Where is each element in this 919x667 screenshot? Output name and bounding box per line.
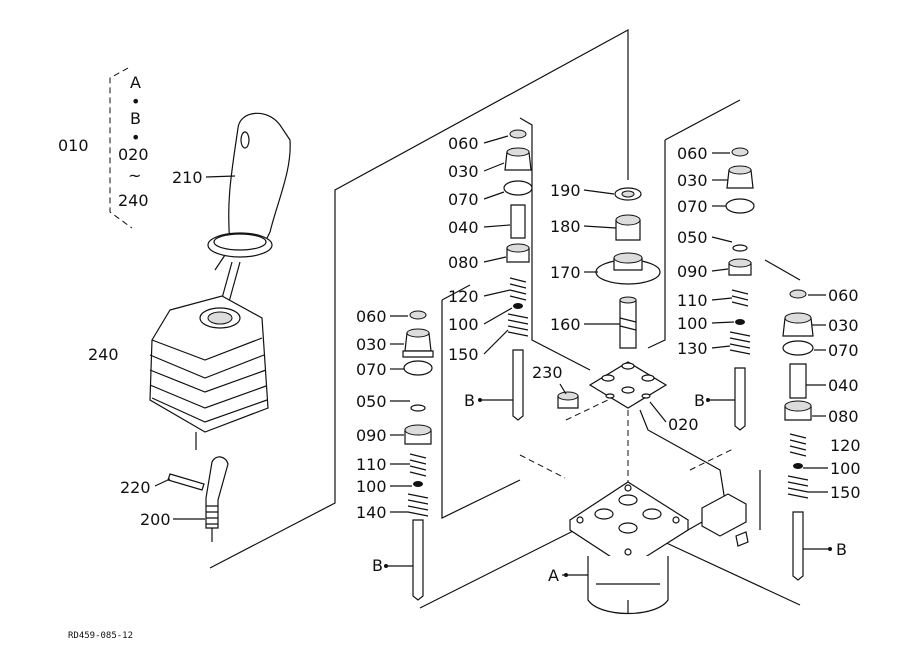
label-070-center-left: 070: [448, 190, 479, 209]
label-b-right: B: [836, 540, 847, 559]
label-040-right: 040: [828, 376, 859, 395]
label-160: 160: [550, 315, 581, 334]
pin-220: [167, 473, 205, 491]
label-030-left: 030: [356, 335, 387, 354]
set-group-item-020: 020: [118, 145, 149, 164]
label-090-left: 090: [356, 426, 387, 445]
plunger-stack-left: [402, 310, 434, 601]
label-100-right: 100: [830, 459, 861, 478]
label-030-right: 030: [828, 316, 859, 335]
label-200: 200: [140, 510, 171, 529]
label-210: 210: [172, 168, 203, 187]
set-group-item-b: B: [130, 109, 141, 128]
center-column-parts: [557, 187, 668, 409]
label-b-center-right: B: [694, 391, 705, 410]
control-lever-grip: [207, 112, 291, 321]
label-080-right: 080: [828, 407, 859, 426]
set-group-number: 010: [58, 136, 89, 155]
label-b-center-left: B: [464, 391, 475, 410]
label-080-center-left: 080: [448, 253, 479, 272]
label-230: 230: [532, 363, 563, 382]
set-group-item-240: 240: [118, 191, 149, 210]
plunger-stack-right: [782, 289, 814, 581]
label-180: 180: [550, 217, 581, 236]
label-060-center-left: 060: [448, 134, 479, 153]
label-120-center-left: 120: [448, 287, 479, 306]
label-050-center-right: 050: [677, 228, 708, 247]
label-110-left: 110: [356, 455, 387, 474]
label-170: 170: [550, 263, 581, 282]
label-a: A: [548, 566, 559, 585]
shaft-200: [205, 456, 229, 542]
plunger-stack-center-left: [503, 129, 533, 421]
boot-cover: [149, 295, 269, 450]
plunger-stack-center-right: [725, 147, 755, 431]
set-group: 010 A • B • 020 ~ 240: [58, 67, 149, 229]
label-020: 020: [668, 415, 699, 434]
label-100-left: 100: [356, 477, 387, 496]
label-220: 220: [120, 478, 151, 497]
label-070-left: 070: [356, 360, 387, 379]
set-group-item-a: A: [130, 73, 141, 92]
label-030-center-left: 030: [448, 162, 479, 181]
label-060-right: 060: [828, 286, 859, 305]
label-100-center-right: 100: [677, 314, 708, 333]
drawing-code: RD459-085-12: [68, 631, 133, 641]
label-040-center-left: 040: [448, 218, 479, 237]
label-120-right: 120: [830, 436, 861, 455]
label-060-center-right: 060: [677, 144, 708, 163]
label-130: 130: [677, 339, 708, 358]
set-group-range: ~: [128, 166, 141, 185]
set-group-dot-1: •: [131, 92, 140, 111]
label-190: 190: [550, 181, 581, 200]
set-group-dot-2: •: [131, 128, 140, 147]
assembly-guide-lines: [209, 28, 801, 609]
label-030-center-right: 030: [677, 171, 708, 190]
label-100-center-left: 100: [448, 315, 479, 334]
label-240: 240: [88, 345, 119, 364]
label-150-right: 150: [830, 483, 861, 502]
label-070-center-right: 070: [677, 197, 708, 216]
label-060-left: 060: [356, 307, 387, 326]
label-050-left: 050: [356, 392, 387, 411]
label-090-center-right: 090: [677, 262, 708, 281]
label-140: 140: [356, 503, 387, 522]
label-b-left: B: [372, 556, 383, 575]
valve-housing: [568, 481, 749, 615]
label-150-center-left: 150: [448, 345, 479, 364]
label-070-right: 070: [828, 341, 859, 360]
set-group-bracket: [109, 67, 133, 229]
label-110-center-right: 110: [677, 291, 708, 310]
